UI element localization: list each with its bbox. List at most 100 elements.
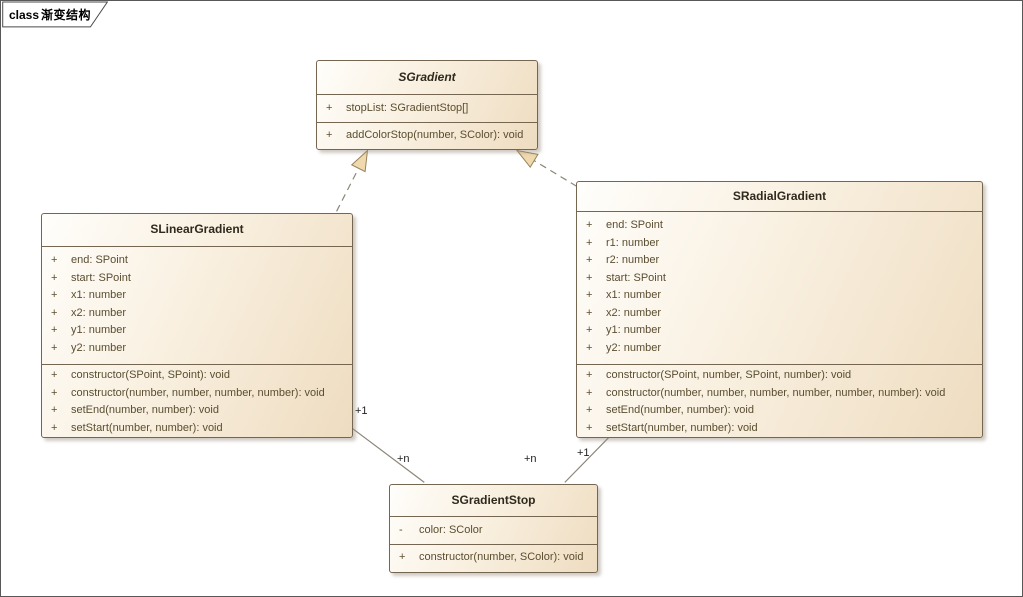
member-row: +setStart(number, number): void [577,420,982,438]
visibility-symbol: + [586,421,593,434]
class-title: SRadialGradient [577,182,982,212]
member-row: + addColorStop(number, SColor): void [317,127,537,145]
class-title: SGradientStop [390,485,597,517]
multiplicity-label: +1 [355,405,368,417]
visibility-symbol: + [51,369,58,381]
member-row: + setStart(number, number): void [42,420,352,438]
visibility-symbol: + [586,219,593,231]
member-signature: constructor(number, number, number, numb… [606,386,946,399]
operations-section: + addColorStop(number, SColor): void [317,123,537,149]
member-row: + start: SPoint [42,270,352,288]
member-signature: setEnd(number, number): void [71,404,219,416]
class-sgradient[interactable]: SGradient +stopList: SGradientStop[] + ad… [316,60,538,150]
frame-title: 渐变结构 [41,8,92,22]
member-signature: start: SPoint [606,271,666,284]
member-row: + y1: number [577,322,982,340]
member-signature: constructor(number, number, number, numb… [71,386,325,399]
attributes-section: + end: SPoint + r1: number + r2: number + start… [577,212,982,365]
visibility-symbol: + [586,369,593,381]
member-signature: end: SPoint [71,254,128,266]
member-signature: y1: number [606,324,662,336]
visibility-symbol: + [51,271,58,284]
visibility-symbol: + [326,129,333,141]
realization-arrowhead-radial [515,149,539,169]
visibility-symbol: + [586,254,593,266]
member-signature: r1: number [606,236,660,249]
member-signature: start: SPoint [71,271,131,284]
member-row: + constructor(SPoint, SPoint): void [42,367,352,385]
multiplicity-label: +n [397,453,410,465]
member-row: + r2: number [577,252,982,270]
member-signature: r2: number [606,254,660,266]
class-title: SLinearGradient [42,214,352,247]
member-row: + end: SPoint [577,217,982,235]
member-signature: y2: number [71,341,127,354]
visibility-symbol: + [51,341,58,354]
realization-connector-linear[interactable] [336,168,360,212]
class-slineargradient[interactable]: SLinearGradient + end: SPoint + start: SPoi… [41,213,353,438]
operations-section: + constructor(number, SColor): void [390,545,597,572]
attributes-section: -color: SColor [390,517,597,545]
class-sgradientstop[interactable]: SGradientStop -color: SColor + constructo… [389,484,598,573]
member-signature: x2: number [71,306,127,319]
visibility-symbol: + [586,236,593,249]
member-row: -color: SColor [390,522,597,540]
attributes-section: +stopList: SGradientStop[] [317,95,537,123]
frame-keyword: class [9,8,40,22]
visibility-symbol: + [586,341,593,354]
operations-section: + constructor(SPoint, SPoint): void + const… [42,365,352,437]
multiplicity-label: +1 [577,447,590,459]
visibility-symbol: + [51,404,58,416]
member-signature: y1: number [71,324,127,336]
member-signature: constructor(SPoint, SPoint): void [71,369,230,381]
visibility-symbol: + [51,254,58,266]
visibility-symbol: + [586,289,593,301]
member-row: + start: SPoint [577,270,982,288]
member-row: +x1: number [42,287,352,305]
member-signature: y2: number [606,341,662,354]
class-title: SGradient [317,61,537,95]
visibility-symbol: + [586,306,593,319]
member-row: + y2: number [42,340,352,358]
visibility-symbol: + [586,386,593,399]
member-row: + r1: number [577,235,982,253]
member-row: + end: SPoint [42,252,352,270]
member-row: + x1: number [577,287,982,305]
member-signature: x2: number [606,306,662,319]
member-signature: end: SPoint [606,219,663,231]
realization-connector-radial[interactable] [533,159,578,187]
member-signature: addColorStop(number, SColor): void [346,129,524,141]
visibility-symbol: + [399,551,406,563]
association-connector-radial-stop[interactable] [564,436,611,483]
multiplicity-label: +n [524,453,537,465]
member-row: + constructor(number, SColor): void [390,549,597,567]
operations-section: +constructor(SPoint, number, SPoint, num… [577,365,982,437]
class-sradialgradient[interactable]: SRadialGradient +end: SPoint+r1: number+… [576,181,983,438]
member-signature: setStart(number, number): void [71,421,223,434]
member-row: +stopList: SGradientStop[] [317,100,537,118]
association-connector-linear-stop[interactable] [352,428,425,483]
attributes-section: +end: SPoint+start: SPoint+x1: number+x2… [42,247,352,365]
member-row: + constructor(number, number, number, num… [577,385,982,403]
member-signature: x1: number [71,289,127,301]
member-row: + x2: number [577,305,982,323]
visibility-symbol: + [326,102,333,114]
member-row: +setEnd(number, number): void [577,402,982,420]
visibility-symbol: + [586,404,593,416]
member-row: + constructor(number, number, number, num… [42,385,352,403]
visibility-symbol: + [51,324,58,336]
member-row: + setEnd(number, number): void [42,402,352,420]
visibility-symbol: + [586,324,593,336]
member-row: +x2: number [42,305,352,323]
visibility-symbol: + [51,421,58,434]
visibility-symbol: + [51,386,58,399]
visibility-symbol: + [586,271,593,284]
member-signature: color: SColor [419,524,483,536]
member-row: + y1: number [42,322,352,340]
member-signature: x1: number [606,289,662,301]
realization-arrowhead-linear [350,149,369,173]
member-signature: constructor(number, SColor): void [419,551,584,563]
